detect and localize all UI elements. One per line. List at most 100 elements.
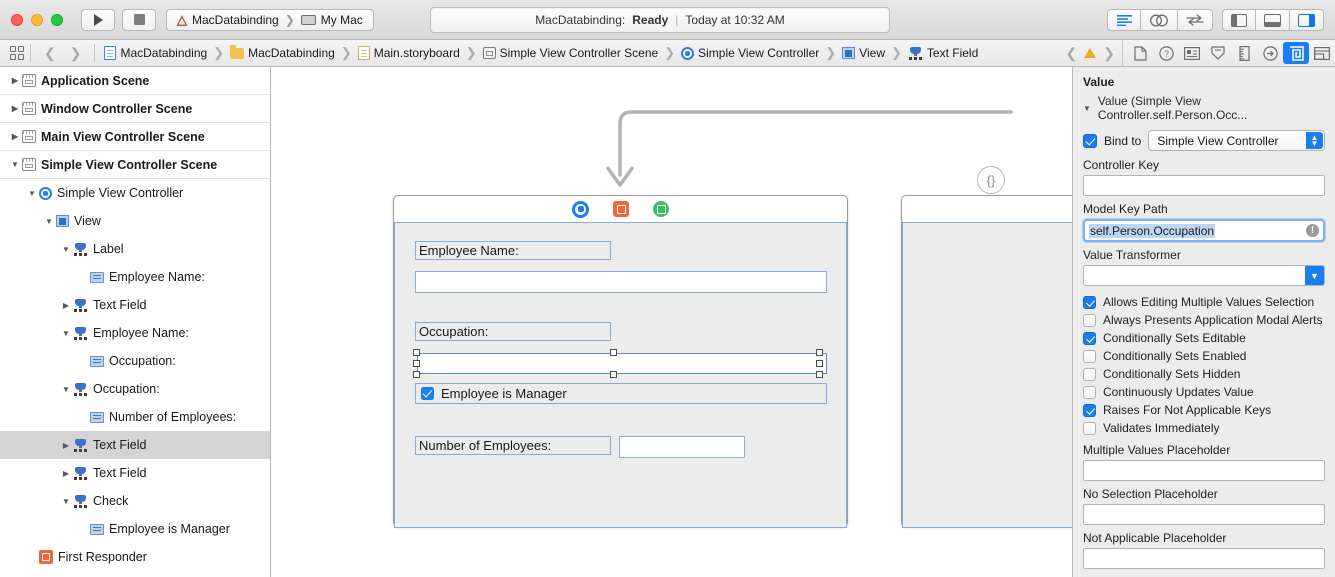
binding-option-row[interactable]: Validates Immediately <box>1083 419 1325 437</box>
scene-canvas-body[interactable]: Employee Name: Occupation: Employee is M… <box>394 223 847 528</box>
pane-toggle-group[interactable] <box>1222 9 1324 31</box>
table-view-controller-scene[interactable]: T <box>901 195 1072 528</box>
model-key-path-input[interactable]: self.Person.Occupation ! <box>1083 219 1325 242</box>
scene-dock[interactable]: T <box>902 196 1072 223</box>
segue-connection[interactable] <box>271 67 1072 207</box>
outline-row[interactable]: Text Field <box>0 431 270 459</box>
text-field-occupation-selected[interactable] <box>417 353 827 374</box>
outline-row[interactable]: Simple View Controller <box>0 179 270 207</box>
resize-handle-bottom-right[interactable] <box>816 371 823 378</box>
binding-option-row[interactable]: Raises For Not Applicable Keys <box>1083 401 1325 419</box>
standard-editor-button[interactable] <box>1107 9 1141 31</box>
outline-row[interactable]: Check <box>0 487 270 515</box>
bind-to-popup[interactable]: Simple View Controller ▲▼ <box>1148 130 1325 151</box>
outline-row[interactable]: First Responder <box>0 543 270 571</box>
option-checkbox[interactable] <box>1083 295 1096 309</box>
disclosure-triangle-open-icon[interactable] <box>59 385 73 394</box>
storyboard-canvas[interactable]: {} Employee Name: Occupation: <box>271 67 1072 577</box>
disclosure-triangle-open-icon[interactable] <box>59 329 73 338</box>
binding-option-row[interactable]: Allows Editing Multiple Values Selection <box>1083 293 1325 311</box>
disclosure-triangle-open-icon[interactable] <box>25 189 39 198</box>
disclosure-triangle-closed-icon[interactable] <box>59 469 73 478</box>
outline-row[interactable]: Text Field <box>0 291 270 319</box>
zoom-button[interactable] <box>51 13 63 26</box>
resize-handle-top-left[interactable] <box>413 349 420 356</box>
outline-row[interactable]: Label <box>0 235 270 263</box>
text-field-employee-name[interactable] <box>415 271 827 293</box>
outline-row[interactable]: Shared User Defaults Controller <box>0 571 270 577</box>
toggle-inspector-button[interactable] <box>1290 9 1324 31</box>
scene-canvas-body[interactable] <box>902 223 1072 528</box>
binding-option-row[interactable]: Conditionally Sets Hidden <box>1083 365 1325 383</box>
shared-defaults-icon[interactable] <box>653 201 669 217</box>
scene-dock[interactable] <box>394 196 847 223</box>
chevron-down-icon[interactable]: ▼ <box>1305 266 1324 285</box>
run-button[interactable] <box>81 8 115 31</box>
outline-row[interactable]: Text Field <box>0 459 270 487</box>
controller-key-input[interactable] <box>1083 175 1325 196</box>
view-controller-icon[interactable] <box>572 200 589 218</box>
option-checkbox[interactable] <box>1083 349 1096 363</box>
tab-effects-inspector[interactable] <box>1309 42 1335 64</box>
bindings-inspector[interactable]: Value ▼ Value (Simple View Controller.se… <box>1072 67 1335 577</box>
outline-row[interactable]: Occupation: <box>0 347 270 375</box>
resize-handle-bottom-left[interactable] <box>413 371 420 378</box>
placeholder-input[interactable] <box>1083 548 1325 569</box>
tab-quick-help-inspector[interactable]: ? <box>1153 42 1179 64</box>
resize-handle-top-center[interactable] <box>610 349 617 356</box>
tab-size-inspector[interactable] <box>1231 42 1257 64</box>
outline-row[interactable]: Simple View Controller Scene <box>0 151 270 179</box>
disclosure-triangle-closed-icon[interactable] <box>8 76 22 85</box>
outline-row[interactable]: Employee Name: <box>0 263 270 291</box>
breadcrumb-item-storyboard[interactable]: Main.storyboard <box>355 46 463 60</box>
tab-attributes-inspector[interactable] <box>1205 42 1231 64</box>
checkbox-employee-is-manager[interactable]: Employee is Manager <box>415 383 827 404</box>
outline-row[interactable]: Main View Controller Scene <box>0 123 270 151</box>
related-items-button[interactable] <box>10 46 24 60</box>
version-editor-button[interactable] <box>1178 9 1213 31</box>
segue-badge[interactable]: {} <box>977 166 1005 194</box>
option-checkbox[interactable] <box>1083 403 1096 417</box>
binding-options-list[interactable]: Allows Editing Multiple Values Selection… <box>1083 293 1325 437</box>
tab-connections-inspector[interactable] <box>1257 42 1283 64</box>
disclosure-triangle-open-icon[interactable] <box>8 160 22 169</box>
window-controls[interactable] <box>11 13 63 26</box>
assistant-editor-button[interactable] <box>1141 9 1178 31</box>
label-number-of-employees[interactable]: Number of Employees: <box>415 436 611 455</box>
label-occupation[interactable]: Occupation: <box>415 322 611 341</box>
stop-button[interactable] <box>122 8 156 31</box>
breadcrumb-item-project[interactable]: MacDatabinding <box>101 46 210 60</box>
disclosure-triangle-open-icon[interactable] <box>59 245 73 254</box>
outline-row[interactable]: Employee Name: <box>0 319 270 347</box>
outline-row[interactable]: Occupation: <box>0 375 270 403</box>
value-binding-disclosure[interactable]: ▼ Value (Simple View Controller.self.Per… <box>1083 94 1325 122</box>
toggle-navigator-button[interactable] <box>1222 9 1256 31</box>
binding-option-row[interactable]: Continuously Updates Value <box>1083 383 1325 401</box>
toggle-debug-area-button[interactable] <box>1256 9 1290 31</box>
text-field-number-of-employees[interactable] <box>619 436 745 458</box>
document-outline[interactable]: Application SceneWindow Controller Scene… <box>0 67 271 577</box>
option-checkbox[interactable] <box>1083 385 1096 399</box>
simple-view-controller-scene[interactable]: Employee Name: Occupation: Employee is M… <box>393 195 848 528</box>
minimize-button[interactable] <box>31 13 43 26</box>
disclosure-triangle-open-icon[interactable] <box>59 497 73 506</box>
disclosure-triangle-closed-icon[interactable] <box>59 441 73 450</box>
back-button[interactable]: ❮ <box>44 44 56 61</box>
resize-handle-middle-right[interactable] <box>816 360 823 367</box>
forward-button[interactable]: ❯ <box>69 44 82 61</box>
option-checkbox[interactable] <box>1083 421 1096 435</box>
label-employee-name[interactable]: Employee Name: <box>415 241 611 260</box>
outline-row[interactable]: Number of Employees: <box>0 403 270 431</box>
resize-handle-middle-left[interactable] <box>413 360 420 367</box>
disclosure-triangle-open-icon[interactable] <box>42 217 56 226</box>
editor-mode-group[interactable] <box>1107 9 1213 31</box>
issue-next-button[interactable]: ❯ <box>1103 44 1115 61</box>
tab-bindings-inspector[interactable] <box>1283 42 1309 64</box>
outline-row[interactable]: Window Controller Scene <box>0 95 270 123</box>
chevron-down-icon[interactable]: ▼ <box>1083 103 1091 113</box>
first-responder-icon[interactable] <box>613 201 629 217</box>
disclosure-triangle-closed-icon[interactable] <box>8 132 22 141</box>
scheme-selector[interactable]: △ MacDatabinding ❯ My Mac <box>166 8 374 31</box>
binding-option-row[interactable]: Conditionally Sets Editable <box>1083 329 1325 347</box>
